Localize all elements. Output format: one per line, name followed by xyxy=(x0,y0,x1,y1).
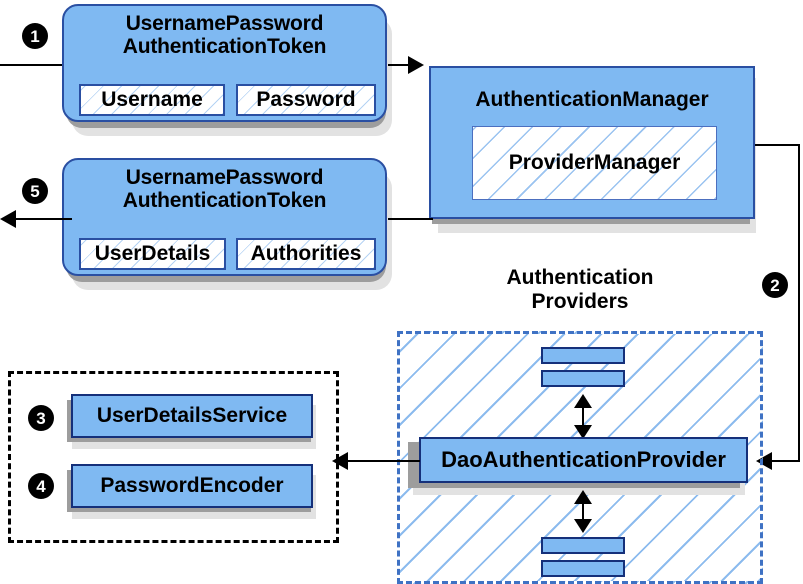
step-bullet-4: 4 xyxy=(28,473,54,499)
providers-group-title: Authentication Providers xyxy=(455,266,705,314)
outgoing-response-arrowhead xyxy=(0,210,16,228)
incoming-request-line xyxy=(0,64,70,66)
outgoing-response-line xyxy=(16,218,72,220)
step-bullet-3: 3 xyxy=(28,405,54,431)
response-token-title-line2: AuthenticationToken xyxy=(122,189,327,212)
authentication-manager-box: AuthenticationManager ProviderManager xyxy=(429,66,755,219)
providers-group-title-line1: Authentication xyxy=(506,266,654,289)
provider-link-top-arrow-down xyxy=(574,425,592,439)
request-to-manager-line xyxy=(388,64,422,66)
manager-to-response-line xyxy=(388,218,433,220)
request-token-box: UsernamePassword AuthenticationToken Use… xyxy=(62,4,387,122)
provider-link-bottom-line xyxy=(582,494,584,528)
other-provider-bar-top-2 xyxy=(541,370,625,387)
manager-to-provider-line-bottom xyxy=(762,460,800,462)
services-group-container xyxy=(8,371,339,543)
provider-link-bottom-arrow-down xyxy=(574,519,592,533)
request-token-field-password: Password xyxy=(236,84,376,116)
user-details-service-box: UserDetailsService xyxy=(71,394,313,438)
other-provider-bar-bottom-2 xyxy=(541,560,625,577)
request-token-field-username: Username xyxy=(79,84,225,116)
authentication-manager-title: AuthenticationManager xyxy=(475,88,709,111)
response-token-box: UsernamePassword AuthenticationToken Use… xyxy=(62,158,387,276)
response-token-field-userdetails: UserDetails xyxy=(79,238,226,270)
request-token-title-line1: UsernamePassword xyxy=(125,12,324,35)
manager-to-provider-line-vertical xyxy=(798,144,800,462)
providers-group-title-line2: Providers xyxy=(531,290,629,314)
step-bullet-1: 1 xyxy=(22,23,48,49)
password-encoder-box: PasswordEncoder xyxy=(71,464,313,508)
response-token-title-line1: UsernamePassword xyxy=(125,166,324,189)
manager-to-provider-line-top xyxy=(755,144,800,146)
provider-manager-box: ProviderManager xyxy=(472,126,717,200)
provider-to-services-line xyxy=(348,460,420,462)
request-token-title-line2: AuthenticationToken xyxy=(122,35,327,58)
step-bullet-2: 2 xyxy=(762,272,788,298)
step-bullet-5: 5 xyxy=(22,178,48,204)
other-provider-bar-top-1 xyxy=(541,347,625,364)
other-provider-bar-bottom-1 xyxy=(541,537,625,554)
response-token-field-authorities: Authorities xyxy=(236,238,376,270)
dao-authentication-provider-box: DaoAuthenticationProvider xyxy=(419,437,748,483)
request-to-manager-arrowhead xyxy=(408,56,424,74)
provider-link-top-line xyxy=(582,398,584,434)
